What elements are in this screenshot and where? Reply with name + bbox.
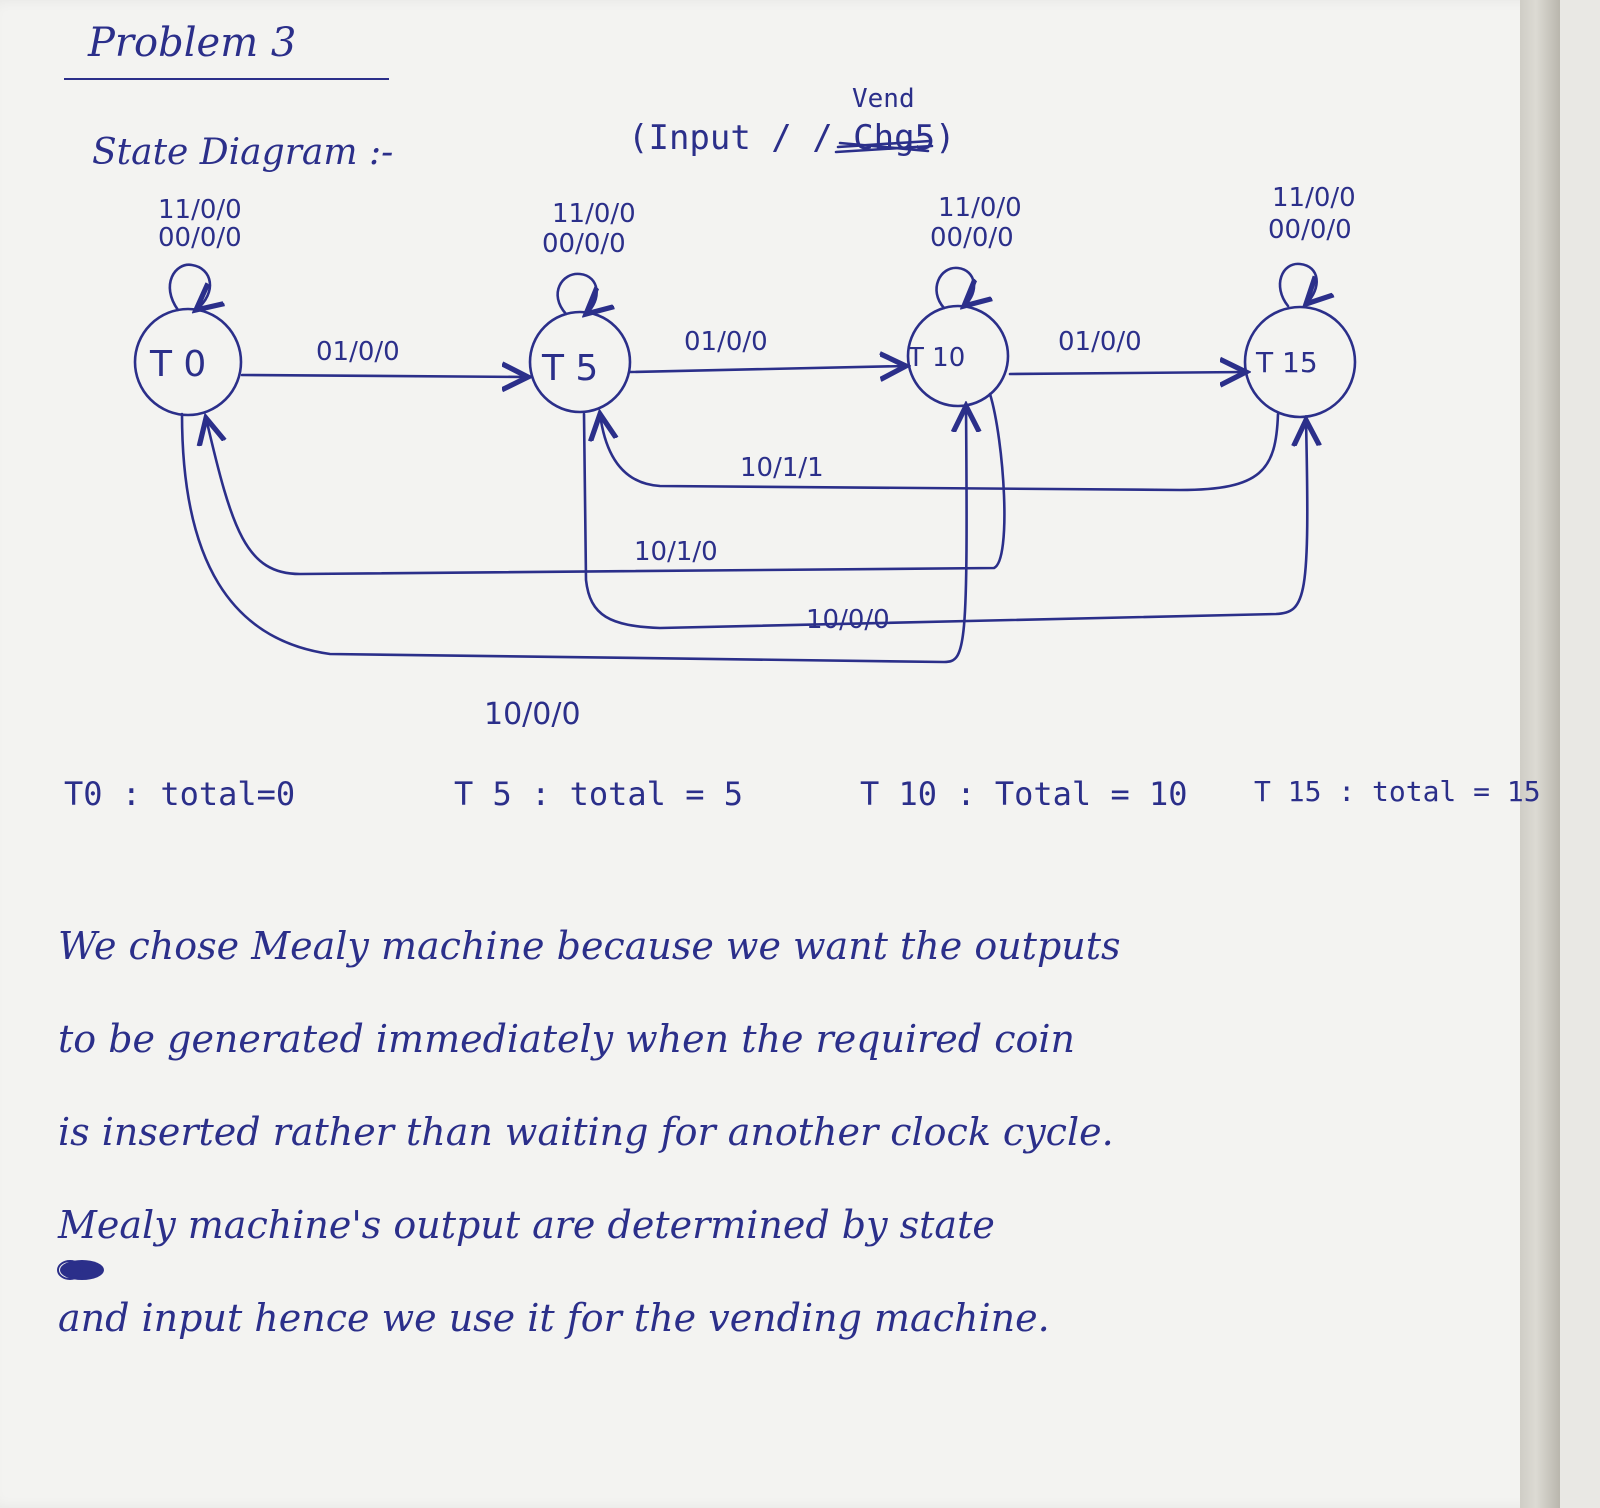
vend-label: Vend xyxy=(852,84,915,114)
self-loop-T10 xyxy=(935,266,975,308)
crossed-out-word xyxy=(834,139,934,154)
meaning-T0: T0 : total=0 xyxy=(64,775,296,813)
state-T5: T 5 11/0/0 00/0/0 xyxy=(528,199,636,414)
explanation-paragraph: We chose Mealy machine because we want t… xyxy=(58,900,1548,1365)
self-loop-T5 xyxy=(556,272,597,314)
loop-label-T15-b: 00/0/0 xyxy=(1268,215,1352,245)
state-diagram: T 0 11/0/0 00/0/0 T 5 11/0/0 00/0/0 T 10… xyxy=(133,139,1357,732)
edge-T10-T0 xyxy=(206,392,1006,576)
edge-T0-T10 xyxy=(180,406,967,664)
self-loop-T0 xyxy=(168,263,210,310)
meaning-T10: T 10 : Total = 10 xyxy=(860,775,1188,813)
explanation-line-2: to be generated immediately when the req… xyxy=(58,1017,1075,1061)
edge-label-T0-T10: 10/0/0 xyxy=(484,697,581,732)
notebook-page: Problem 3 State Diagram :- (Input / / Ch… xyxy=(0,0,1560,1508)
state-T0: T 0 11/0/0 00/0/0 xyxy=(133,195,243,417)
self-loop-T15 xyxy=(1278,262,1317,306)
meaning-T5: T 5 : total = 5 xyxy=(454,775,743,813)
explanation-line-4: Mealy machine's output are determined by… xyxy=(58,1203,995,1247)
edge-label-T5-T10: 01/0/0 xyxy=(684,327,768,357)
state-T10: T 10 11/0/0 00/0/0 xyxy=(906,193,1022,408)
explanation-line-1: We chose Mealy machine because we want t… xyxy=(58,924,1121,968)
loop-label-T5-a: 11/0/0 xyxy=(552,199,636,229)
title-underline xyxy=(64,78,389,80)
edge-T5-T15 xyxy=(582,412,1307,630)
io-legend: (Input / / Chg5) xyxy=(628,118,956,158)
loop-label-T0-a: 11/0/0 xyxy=(158,195,242,225)
edge-label-T0-T5: 01/0/0 xyxy=(316,337,400,367)
edge-T5-T10 xyxy=(628,366,906,372)
page-edge xyxy=(1520,0,1560,1508)
loop-label-T10-a: 11/0/0 xyxy=(938,193,1022,223)
explanation-line-3: is inserted rather than waiting for anot… xyxy=(58,1110,1114,1154)
explanation-line-5: and input hence we use it for the vendin… xyxy=(58,1296,1050,1340)
edge-label-T10-T0: 10/1/0 xyxy=(634,537,718,567)
edge-label-T5-T15: 10/0/0 xyxy=(806,605,890,635)
problem-title: Problem 3 xyxy=(88,20,297,66)
edge-label-T15-T5: 10/1/1 xyxy=(740,453,824,483)
edge-T15-T5 xyxy=(600,414,1280,492)
loop-label-T0-b: 00/0/0 xyxy=(158,223,242,253)
edge-label-T10-T15: 01/0/0 xyxy=(1058,327,1142,357)
meaning-T15: T 15 : total = 15 xyxy=(1254,775,1541,808)
edge-T0-T5 xyxy=(240,375,528,377)
scribble-mark xyxy=(57,1260,104,1280)
state-label-T15: T 15 xyxy=(1255,346,1318,379)
state-label-T5: T 5 xyxy=(541,348,598,389)
loop-label-T15-a: 11/0/0 xyxy=(1272,183,1356,213)
loop-label-T5-b: 00/0/0 xyxy=(542,229,626,259)
loop-label-T10-b: 00/0/0 xyxy=(930,223,1014,253)
state-label-T10: T 10 xyxy=(907,343,965,373)
edge-T10-T15 xyxy=(1008,372,1246,374)
state-label-T0: T 0 xyxy=(149,344,206,385)
state-T15: T 15 11/0/0 00/0/0 xyxy=(1243,183,1357,419)
state-diagram-heading: State Diagram :- xyxy=(92,132,394,173)
